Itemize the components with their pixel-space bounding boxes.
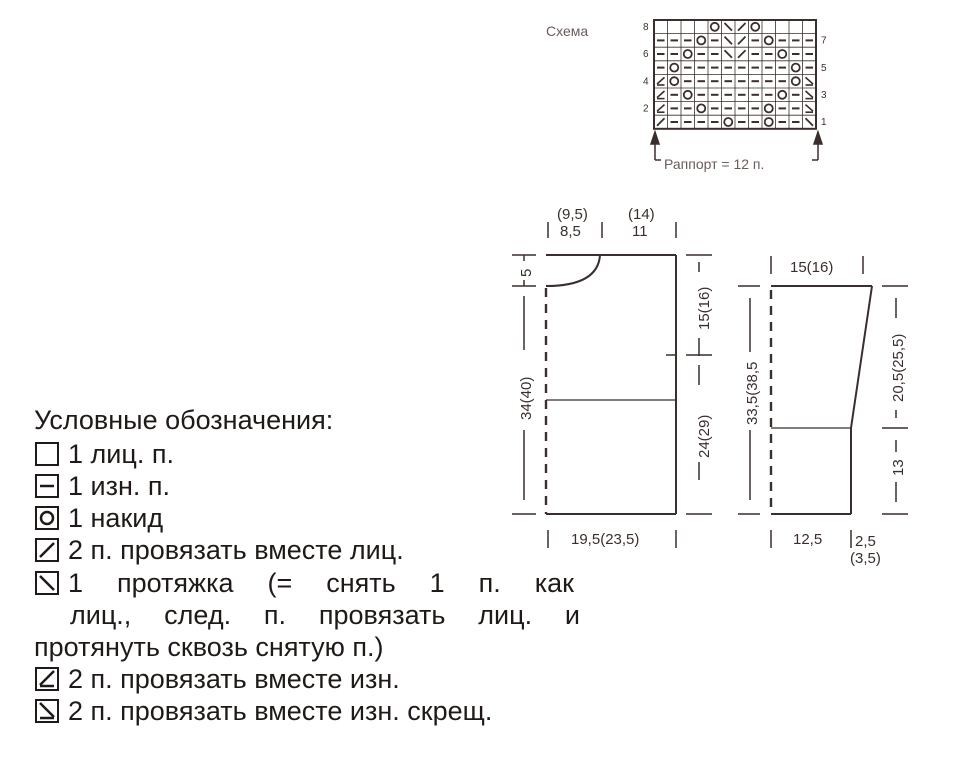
legend: Условные обозначения: 1 лиц. п. 1 изн. п… (34, 404, 594, 727)
row-number: 2 (643, 104, 649, 115)
legend-item-p2tog: 2 п. провязать вместе изн. (34, 663, 594, 695)
back-total-height: 34(40) (518, 377, 535, 420)
yarn-over-symbol (723, 117, 734, 127)
yarn-over-symbol (696, 103, 707, 114)
skp-symbol (804, 117, 814, 127)
back-shoulder-width: 11 (632, 223, 648, 240)
legend-text: 1 лиц. п. (68, 439, 174, 469)
slash-square-icon (35, 538, 59, 562)
legend-text: 2 п. провязать вместе изн. скрещ. (68, 696, 493, 726)
yarn-over-symbol (777, 89, 788, 100)
yarn-over-symbol (669, 76, 680, 87)
circle-square-icon (35, 506, 59, 530)
back-pattern (512, 222, 712, 548)
legend-text: 1 изн. п. (68, 471, 171, 501)
yarn-over-symbol (777, 49, 788, 59)
yarn-over-symbol (763, 35, 774, 46)
yarn-over-symbol (750, 21, 761, 32)
sleeve-bevel-width: 2,5 (855, 533, 876, 550)
legend-item-skp: 1 протяжка (= снять 1 п. как лиц., след.… (34, 567, 594, 663)
legend-item-p2tog-tbl: 2 п. провязать вместе изн. скрещ. (34, 695, 594, 727)
k2tog-symbol (656, 117, 666, 127)
k2tog-symbol (737, 49, 747, 59)
sleeve-pattern (738, 256, 908, 548)
legend-item-yarn-over: 1 накид (34, 502, 594, 534)
row-number: 6 (643, 49, 649, 60)
legend-text: 1 протяжка (= снять 1 п. как (68, 568, 574, 598)
sleeve-bottom-width: 12,5 (793, 531, 822, 548)
legend-item-purl: 1 изн. п. (34, 470, 594, 502)
yarn-over-symbol (790, 76, 801, 87)
back-shoulder-width-alt: (14) (628, 206, 655, 223)
skp-symbol (723, 35, 733, 45)
row-number: 7 (821, 36, 827, 47)
legend-title: Условные обозначения: (34, 405, 334, 435)
knitting-chart: 8 6 4 2 7 5 3 1 (643, 19, 827, 130)
p2tog-tbl-symbol (804, 76, 814, 85)
sleeve-upper-height: 20,5(25,5) (890, 334, 907, 402)
p2tog-symbol (656, 90, 666, 99)
sleeve-lower-height: 13 (890, 459, 907, 476)
yarn-over-symbol (682, 89, 693, 100)
legend-text: лиц., след. п. провязать лиц. и (70, 600, 580, 630)
back-bottom-width: 19,5(23,5) (571, 531, 639, 548)
legend-text: протянуть сквозь снятую п.) (34, 632, 384, 662)
rapport-label: Раппорт = 12 п. (664, 156, 764, 172)
row-number: 5 (821, 63, 827, 74)
empty-square-icon (35, 442, 59, 466)
back-neck-depth: 5 (518, 269, 535, 277)
sleeve-bevel-width-alt: (3,5) (850, 550, 881, 567)
dash-square-icon (35, 474, 59, 498)
k2tog-symbol (737, 22, 747, 32)
row-number: 4 (643, 76, 649, 87)
slash-purl-square-icon (35, 667, 59, 691)
legend-text: 2 п. провязать вместе изн. (68, 664, 400, 694)
yarn-over-symbol (790, 62, 801, 73)
legend-item-knit: 1 лиц. п. (34, 438, 594, 470)
chart-title: Схема (546, 23, 588, 39)
rapport-marks (649, 129, 824, 161)
p2tog-symbol (656, 76, 666, 85)
skp-symbol (723, 22, 733, 32)
legend-text: 1 накид (68, 503, 164, 533)
p2tog-tbl-symbol (804, 90, 814, 99)
backslash-square-icon (35, 571, 59, 595)
skp-symbol (723, 49, 733, 59)
back-armhole-height: 15(16) (696, 287, 713, 330)
yarn-over-symbol (696, 35, 707, 46)
row-number: 3 (821, 90, 827, 101)
yarn-over-symbol (709, 21, 720, 32)
yarn-over-symbol (682, 49, 693, 59)
p2tog-symbol (656, 103, 666, 112)
back-neck-width-alt: (9,5) (557, 206, 588, 223)
yarn-over-symbol (763, 103, 774, 114)
yarn-over-symbol (669, 62, 680, 73)
back-neck-width: 8,5 (560, 223, 581, 240)
row-number: 1 (821, 117, 827, 128)
sleeve-top-width: 15(16) (790, 259, 833, 276)
yarn-over-symbol (763, 117, 774, 127)
backslash-purl-square-icon (35, 699, 59, 723)
p2tog-tbl-symbol (804, 103, 814, 112)
row-number: 8 (643, 22, 649, 33)
k2tog-symbol (737, 35, 747, 45)
legend-item-k2tog: 2 п. провязать вместе лиц. (34, 534, 594, 566)
sleeve-total-height: 33,5(38,5 (744, 362, 761, 425)
back-lower-height: 24(29) (696, 415, 713, 458)
legend-text: 2 п. провязать вместе лиц. (68, 535, 404, 565)
